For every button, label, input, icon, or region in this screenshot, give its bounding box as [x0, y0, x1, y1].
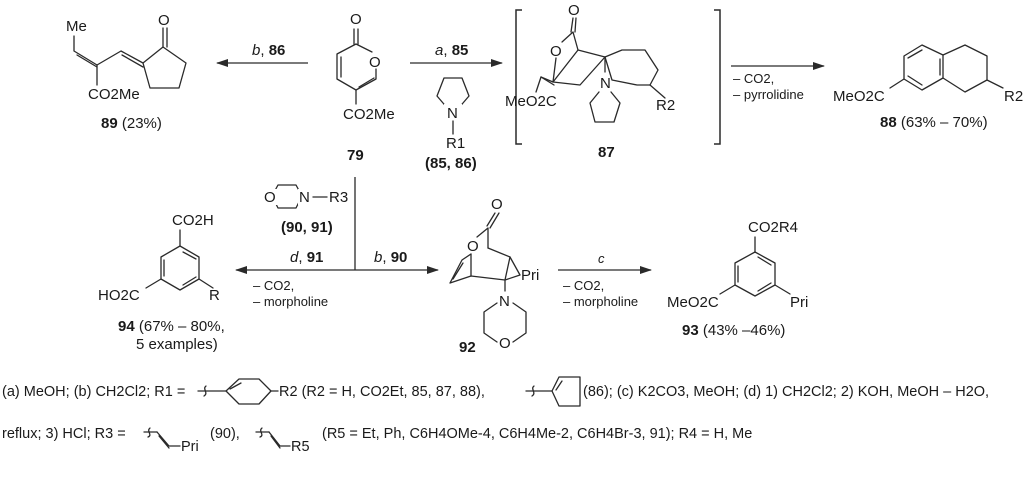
c89-me-label: Me — [66, 18, 87, 35]
c88-ester-label: MeO2C — [833, 88, 885, 105]
c79-oxo-label: O — [350, 11, 362, 28]
c93-ester-label: MeO2C — [667, 294, 719, 311]
arrow-to-94-label: d, 91 — [290, 249, 323, 266]
c79-ring-o-label: O — [369, 54, 381, 71]
c92-o-label: O — [467, 238, 479, 255]
c87-id: 87 — [598, 144, 615, 161]
footnote-r3-propenyl-pri — [143, 427, 181, 449]
c92-oxo-label: O — [491, 196, 503, 213]
footnote-pri: Pri — [181, 439, 199, 455]
c87-r2-label: R2 — [656, 97, 675, 114]
footnote-line2c: (R5 = Et, Ph, C6H4OMe-4, C6H4Me-2, C6H4B… — [322, 426, 753, 442]
c93-top-label: CO2R4 — [748, 219, 798, 236]
morph-90-91-label: (90, 91) — [281, 219, 333, 236]
arrow-to-93-line2: – morpholine — [563, 294, 638, 309]
arrow-to-88-line2: – pyrrolidine — [733, 87, 804, 102]
c79-ester-label: CO2Me — [343, 106, 395, 123]
compound-89: Me CO2Me O 89 (23%) — [66, 12, 187, 132]
c94-caption-line2: 5 examples) — [136, 336, 218, 353]
arrow-to-93-line1: – CO2, — [563, 278, 604, 293]
c92-pri-label: Pri — [521, 267, 539, 284]
c94-r-label: R — [209, 287, 220, 304]
footnote-r5-propenyl — [255, 427, 291, 449]
footnote-r5: R5 — [291, 439, 310, 455]
amine-n-label: N — [447, 105, 458, 122]
arrow-to-87-label: a, 85 — [435, 42, 468, 59]
compound-92: O O Pri N O 92 — [449, 196, 539, 356]
c94-caption: 94 (67% – 80%, — [118, 318, 225, 335]
arrow-to-88-line1: – CO2, — [733, 71, 774, 86]
arrow-to-89: b, 86 — [216, 42, 308, 67]
c87-n-label: N — [600, 75, 611, 92]
amine-r1-label: R1 — [446, 135, 465, 152]
c87-oxo-label: O — [568, 2, 580, 19]
arrow-to-93: c – CO2, – morpholine — [558, 251, 652, 309]
arrow-to-92-label: b, 90 — [374, 249, 407, 266]
arrow-to-93-cond: c — [598, 251, 605, 266]
footnote-line1b: R2 (R2 = H, CO2Et, 85, 87, 88), — [279, 384, 485, 400]
morph-n-label: N — [299, 189, 310, 206]
compound-94: CO2H HO2C R 94 (67% – 80%, 5 examples) — [98, 212, 225, 353]
footnote-line2a: reflux; 3) HCl; R3 = — [2, 426, 126, 442]
c89-oxo-label: O — [158, 12, 170, 29]
c87-ester-label: MeO2C — [505, 93, 557, 110]
c94-ester-label: HO2C — [98, 287, 140, 304]
c93-caption: 93 (43% –46%) — [682, 322, 785, 339]
morph-o-label: O — [264, 189, 276, 206]
morpholine-reagent: O N R3 (90, 91) — [264, 184, 348, 236]
compound-87: O O N MeO2C R2 87 — [505, 2, 721, 161]
compound-93: CO2R4 MeO2C Pri 93 (43% –46%) — [667, 219, 808, 339]
c79-id: 79 — [347, 147, 364, 164]
footnote-r1-cyclohexenyl — [197, 378, 279, 405]
branch-arrows: d, 91 – CO2, – morpholine b, 90 — [235, 177, 439, 309]
c89-caption: 89 (23%) — [101, 115, 162, 132]
arrow-to-94-line1: – CO2, — [253, 278, 294, 293]
c89-ester-label: CO2Me — [88, 86, 140, 103]
c92-id: 92 — [459, 339, 476, 356]
footnote-line1c: (86); (c) K2CO3, MeOH; (d) 1) CH2Cl2; 2)… — [583, 384, 990, 400]
morph-r3-label: R3 — [329, 189, 348, 206]
compound-88: MeO2C R2 88 (63% – 70%) — [833, 44, 1023, 131]
c87-o-label: O — [550, 43, 562, 60]
c92-morph-o-label: O — [499, 335, 511, 352]
arrow-to-94-line2: – morpholine — [253, 294, 328, 309]
c88-caption: 88 (63% – 70%) — [880, 114, 988, 131]
footnote-cyclopentenyl — [525, 376, 581, 407]
amine-85-86-label: (85, 86) — [425, 155, 477, 172]
c92-n-label: N — [499, 293, 510, 310]
c88-r2-label: R2 — [1004, 88, 1023, 105]
c93-pri-label: Pri — [790, 294, 808, 311]
arrow-to-88: – CO2, – pyrrolidine — [731, 62, 825, 102]
arrow-to-87: a, 85 N R1 (85, 86) — [410, 42, 503, 172]
footnote-line2b: (90), — [210, 426, 240, 442]
arrow-to-89-label: b, 86 — [252, 42, 285, 59]
footnote-line1a: (a) MeOH; (b) CH2Cl2; R1 = — [2, 384, 186, 400]
compound-79: O O CO2Me 79 — [336, 11, 395, 164]
c94-top-label: CO2H — [172, 212, 214, 229]
